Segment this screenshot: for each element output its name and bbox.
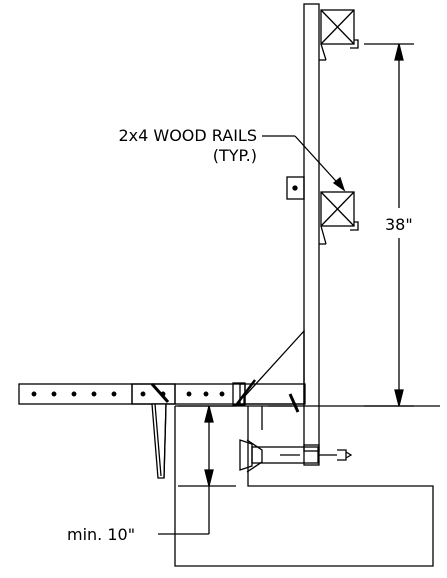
clamp-plate-left bbox=[131, 383, 176, 479]
clamp-plate-right bbox=[232, 379, 256, 406]
vertical-post bbox=[303, 3, 320, 452]
clamp-screw-jack bbox=[239, 439, 353, 473]
rails-label-line1: 2x4 WOOD RAILS bbox=[118, 126, 257, 145]
rails-label-line2: (TYP.) bbox=[213, 146, 257, 165]
wood-rail-top bbox=[319, 9, 359, 61]
bracket-bolt bbox=[292, 185, 298, 191]
rails-leader bbox=[262, 135, 346, 192]
post-gusset bbox=[243, 329, 305, 405]
depth-dimension-label: min. 10" bbox=[67, 525, 135, 544]
post-bracket bbox=[286, 176, 305, 200]
height-dimension-label: 38" bbox=[385, 215, 413, 234]
wood-rail-middle bbox=[319, 191, 359, 245]
dimension-38 bbox=[364, 43, 414, 407]
slab-outline bbox=[174, 406, 434, 567]
dimension-min-10 bbox=[158, 405, 236, 535]
base-wedge bbox=[268, 393, 300, 413]
